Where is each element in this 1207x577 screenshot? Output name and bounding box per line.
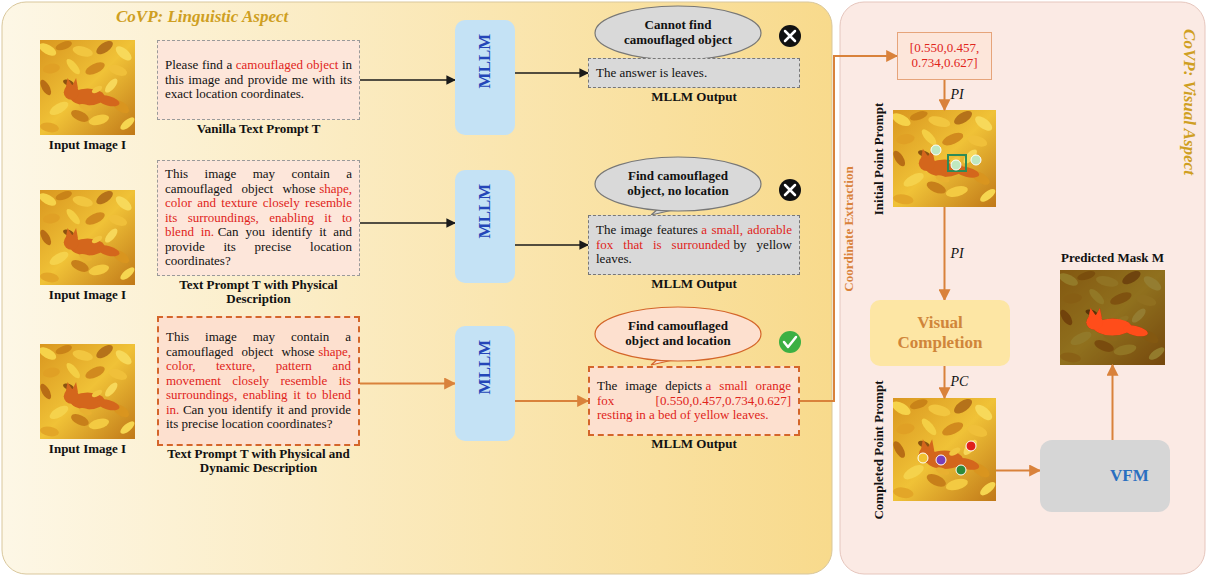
speech-bubble: Find camouflaged object and location [594,306,762,362]
image-panel: Predicted Mask M [1060,270,1165,365]
model-block: VFM [1040,440,1170,512]
bubble-text: Cannot find camouflaged object [614,18,742,47]
panel-region: CoVP: Linguistic AspectInput Image I Plea… [2,2,832,574]
output-box: The image featuresa small, adorable fox … [588,215,800,275]
box-caption: MLLM Output [589,90,799,104]
output-box: The image depictsa small orange fox [0.5… [588,366,800,436]
edge-label: PI [951,87,964,103]
speech-bubble: Cannot find camouflaged object [594,5,762,61]
image-caption: Predicted Mask M [1036,250,1189,266]
connector [1112,365,1114,440]
edge-label: PI [951,246,964,262]
panel-region: CoVP: Visual Aspect [0.550,0.457, 0.734,0… [840,2,1205,574]
bubble-shape [595,6,761,60]
panel-ground [2,2,832,574]
prompt-text: Please find a [165,57,232,72]
model-label: MLLM [475,340,495,395]
box-caption: Vanilla Text Prompt T [158,122,359,136]
image-caption: Input Image I [16,442,159,456]
output-box: The answer is leaves.MLLM Output [588,58,800,88]
text-body: The image depictsa small orange fox [0.5… [597,379,791,423]
text-prompt-box: This image may contain a camouflaged obj… [157,316,360,446]
text-body: Please find acamouflaged objectin this i… [165,58,352,102]
bubble-text: Find camouflaged object, no location [614,169,742,198]
edge-label: Coordinate Extraction [841,166,857,291]
prompt-text: Can you identify it and provide its prec… [166,402,351,432]
box-caption: MLLM Output [589,277,799,291]
panel-title: CoVP: Linguistic Aspect [116,7,288,27]
panel-title: CoVP: Visual Aspect [1179,29,1199,175]
model-label: VFM [1110,466,1149,486]
process-box: Visual Completion [870,300,1010,366]
connector [944,80,946,110]
connector [944,207,946,300]
image-caption: Input Image I [16,138,159,152]
text-prompt-box: Please find acamouflaged objectin this i… [157,40,360,120]
prompt-text: camouflaged object [236,57,339,72]
image-panel: Input Image I [40,344,135,439]
connector [515,244,588,246]
mllm-block: MLLM [455,326,515,441]
image-panel: Input Image I [40,190,135,285]
bubble-shape [595,157,761,211]
bubble-shape [595,307,761,361]
image-caption: Initial Point Prompt [871,102,887,214]
image-panel: Completed Point Prompt [893,398,996,501]
image-caption: Input Image I [16,288,159,302]
box-caption: Text Prompt T with Physical Description [158,278,359,307]
text-body: This image may contain a camouflaged obj… [165,167,352,269]
image-panel: Input Image I [40,40,135,135]
text-body: The answer is leaves. [596,66,792,81]
text-prompt-box: This image may contain a camouflaged obj… [157,160,360,276]
mllm-block: MLLM [455,170,515,283]
bubble-text: Find camouflaged object and location [614,319,742,348]
edge-label: PC [951,374,969,390]
text-body: The image featuresa small, adorable fox … [596,223,792,267]
speech-bubble: Find camouflaged object, no location [594,156,762,212]
photo-illustration [37,38,1167,501]
connector [360,222,455,224]
connector [360,79,455,81]
connector [515,400,588,402]
coordinate-text: [0.550,0.457, 0.734,0.627] [902,41,987,71]
connector [996,470,1040,472]
coordinate-box: [0.550,0.457, 0.734,0.627] [897,32,992,80]
connector [360,383,455,385]
model-label: MLLM [475,34,495,89]
image-panel: Initial Point Prompt [893,110,996,207]
mllm-block: MLLM [455,20,515,135]
connector [944,366,946,398]
output-text: The answer is leaves. [596,65,707,80]
box-caption: Text Prompt T with Physical and Dynamic … [159,447,358,476]
connector [515,72,588,74]
box-caption: MLLM Output [590,437,798,451]
text-body: This image may contain a camouflaged obj… [166,330,351,432]
model-label: MLLM [475,183,495,238]
output-text: The image features [596,222,698,237]
process-label: Visual Completion [876,313,1004,352]
panel-ground [840,2,1205,574]
output-text: The image depicts [597,378,702,393]
image-caption: Completed Point Prompt [871,380,887,519]
